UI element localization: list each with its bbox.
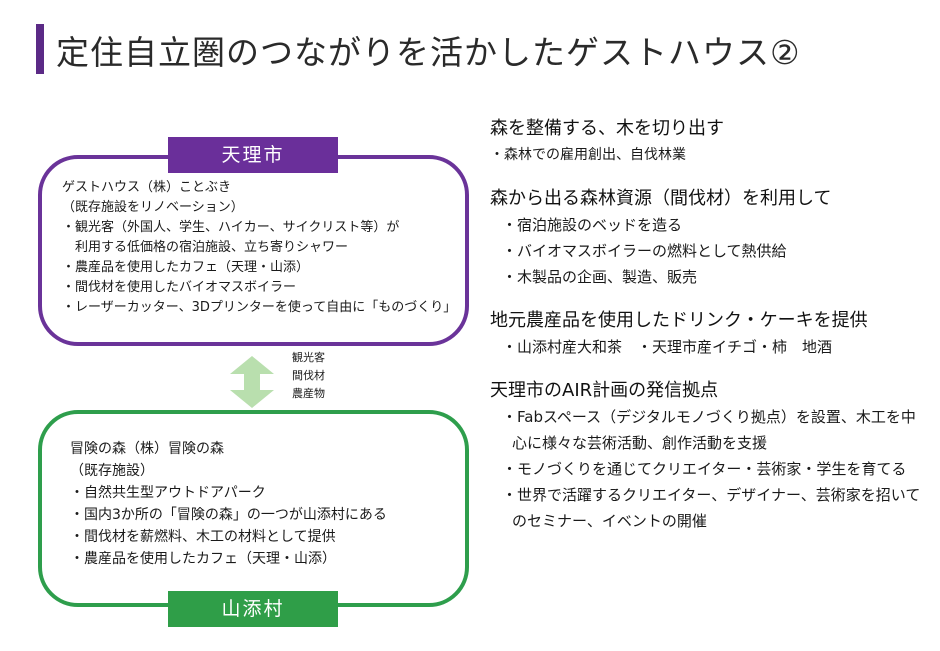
tenri-tag: 天理市	[168, 137, 338, 173]
tenri-line: ・間伐材を使用したバイオマスボイラー	[62, 280, 297, 295]
double-arrow-icon	[230, 356, 274, 408]
section-item: ・山添村産大和茶 ・天理市産イチゴ・柿 地酒	[502, 338, 833, 356]
yamazoe-line: 冒険の森（株）冒険の森	[70, 441, 224, 457]
tenri-line: 利用する低価格の宿泊施設、立ち寄りシャワー	[62, 240, 349, 255]
tenri-line: （既存施設をリノベーション）	[62, 200, 244, 215]
yamazoe-line: ・農産品を使用したカフェ（天理・山添）	[70, 551, 336, 567]
flow-item: 観光客	[292, 351, 325, 364]
section-drinks: 地元農産品を使用したドリンク・ケーキを提供 ・山添村産大和茶 ・天理市産イチゴ・…	[490, 308, 930, 360]
tenri-line: ゲストハウス（株）ことぶき	[62, 180, 232, 195]
page-title: 定住自立圏のつながりを活かしたゲストハウス②	[56, 33, 801, 72]
yamazoe-lines: 冒険の森（株）冒険の森 （既存施設） ・自然共生型アウトドアパーク ・国内3か所…	[70, 438, 387, 570]
section-item: ・Fabスペース（デジタルモノづくり拠点）を設置、木工を中心に様々な芸術活動、創…	[502, 408, 916, 452]
right-column: 森を整備する、木を切り出す ・森林での雇用創出、自伐林業 森から出る森林資源（間…	[490, 116, 930, 552]
tenri-line: ・レーザーカッター、3Dプリンターを使って自由に「ものづくり」	[62, 300, 457, 315]
tenri-line: ・観光客（外国人、学生、ハイカー、サイクリスト等）が	[62, 220, 400, 235]
section-air: 天理市のAIR計画の発信拠点 ・Fabスペース（デジタルモノづくり拠点）を設置、…	[490, 378, 930, 534]
section-resources: 森から出る森林資源（間伐材）を利用して ・宿泊施設のベッドを造る ・バイオマスボ…	[490, 186, 930, 290]
flow-item: 間伐材	[292, 369, 325, 382]
section-item: ・バイオマスボイラーの燃料として熱供給	[502, 242, 787, 260]
section-item: ・宿泊施設のベッドを造る	[502, 216, 683, 234]
section-heading: 森を整備する、木を切り出す	[490, 118, 724, 139]
yamazoe-line: ・自然共生型アウトドアパーク	[70, 485, 266, 501]
flow-labels: 観光客 間伐材 農産物	[292, 349, 325, 403]
yamazoe-line: ・間伐材を薪燃料、木工の材料として提供	[70, 529, 336, 545]
section-item: ・木製品の企画、製造、販売	[502, 268, 698, 286]
yamazoe-line: ・国内3か所の「冒険の森」の一つが山添村にある	[70, 507, 387, 523]
tenri-lines: ゲストハウス（株）ことぶき （既存施設をリノベーション） ・観光客（外国人、学生…	[62, 178, 456, 318]
section-heading: 森から出る森林資源（間伐材）を利用して	[490, 188, 832, 209]
tenri-line: ・農産品を使用したカフェ（天理・山添）	[62, 260, 310, 275]
section-heading: 天理市のAIR計画の発信拠点	[490, 380, 719, 401]
section-item: ・モノづくりを通じてクリエイター・芸術家・学生を育てる	[502, 460, 907, 478]
section-item: ・世界で活躍するクリエイター、デザイナー、芸術家を招いてのセミナー、イベントの開…	[502, 486, 921, 530]
title-accent-bar	[36, 24, 44, 74]
flow-item: 農産物	[292, 387, 325, 400]
section-forest: 森を整備する、木を切り出す ・森林での雇用創出、自伐林業	[490, 116, 930, 168]
section-item: ・森林での雇用創出、自伐林業	[490, 147, 686, 163]
section-heading: 地元農産品を使用したドリンク・ケーキを提供	[490, 310, 868, 331]
yamazoe-tag: 山添村	[168, 591, 338, 627]
yamazoe-line: （既存施設）	[70, 463, 154, 479]
